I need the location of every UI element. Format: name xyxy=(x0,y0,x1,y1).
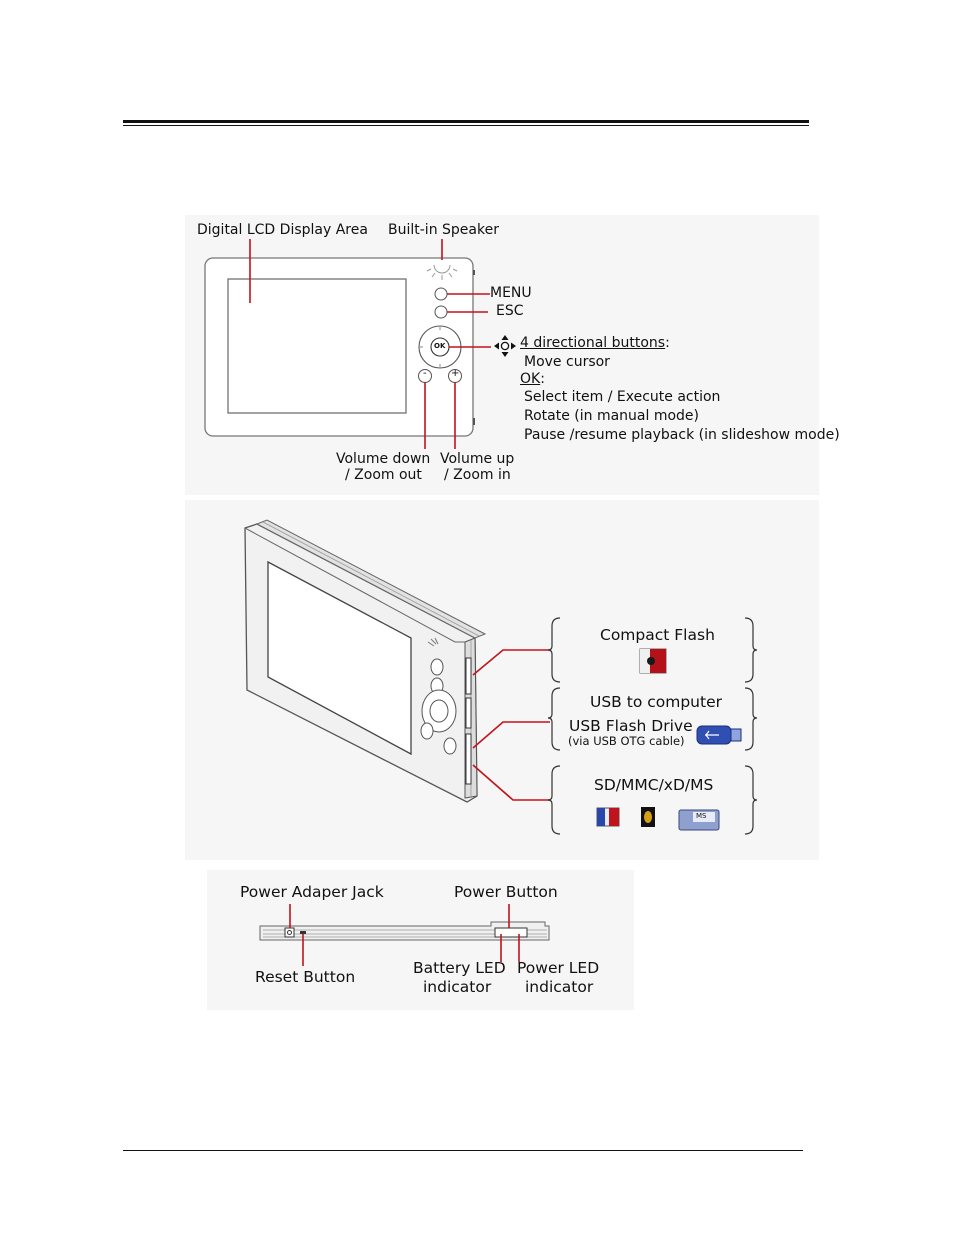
ms-card-icon xyxy=(678,809,720,831)
power-adapter-jack-label: Power Adaper Jack xyxy=(240,883,384,901)
header-rule-thin xyxy=(123,125,809,126)
reset-button-shape xyxy=(300,931,306,934)
usb-flash-drive-note: (via USB OTG cable) xyxy=(568,734,685,748)
power-jack-shape xyxy=(284,927,295,938)
ms-card-text: MS xyxy=(696,812,707,820)
battery-led-label-2: indicator xyxy=(423,978,492,996)
compact-flash-card-icon xyxy=(639,648,667,674)
power-led-label-2: indicator xyxy=(525,978,594,996)
volume-up-label: Volume up xyxy=(440,451,515,467)
edge-view-device-drawing xyxy=(259,904,550,966)
lcd-display-label: Digital LCD Display Area xyxy=(197,222,368,238)
footer-rule xyxy=(123,1150,803,1151)
sd-card-icon xyxy=(596,807,620,827)
speaker-icon xyxy=(426,264,458,280)
volume-down-label-2: / Zoom out xyxy=(345,467,422,483)
usb-flash-drive-label: USB Flash Drive xyxy=(569,717,693,735)
directional-buttons-desc: Move cursor xyxy=(524,354,610,370)
power-button-shape xyxy=(494,927,528,938)
ok-item: Rotate (in manual mode) xyxy=(524,408,700,424)
ok-item: Pause /resume playback (in slideshow mod… xyxy=(524,427,840,443)
ok-item: Select item / Execute action xyxy=(524,389,721,405)
esc-button-shape xyxy=(434,305,448,319)
menu-label: MENU xyxy=(490,285,532,301)
volume-up-label-2: / Zoom in xyxy=(444,467,511,483)
sd-mmc-xd-ms-label: SD/MMC/xD/MS xyxy=(594,776,714,794)
lcd-screen xyxy=(227,278,407,414)
power-button-label: Power Button xyxy=(454,883,558,901)
minus-glyph: - xyxy=(423,368,427,379)
xd-card-icon xyxy=(641,807,655,827)
battery-led-label: Battery LED xyxy=(413,959,506,977)
compact-flash-label: Compact Flash xyxy=(600,626,715,644)
usb-computer-label: USB to computer xyxy=(590,693,722,711)
volume-down-label: Volume down xyxy=(336,451,431,467)
menu-button-shape xyxy=(434,287,448,301)
header-rule xyxy=(123,120,809,123)
directional-buttons-heading: 4 directional buttons: xyxy=(520,335,670,351)
side-view-device-drawing xyxy=(244,519,758,835)
usb-flash-drive-icon xyxy=(696,725,742,745)
power-led-label: Power LED xyxy=(517,959,600,977)
esc-label: ESC xyxy=(496,303,524,319)
plus-glyph: + xyxy=(451,368,460,379)
directional-arrows-icon xyxy=(494,335,516,357)
speaker-label: Built-in Speaker xyxy=(388,222,499,238)
front-view-device-drawing xyxy=(204,239,516,449)
ok-glyph: OK xyxy=(434,342,446,350)
ok-heading: OK: xyxy=(520,371,545,387)
reset-button-label: Reset Button xyxy=(255,968,356,986)
